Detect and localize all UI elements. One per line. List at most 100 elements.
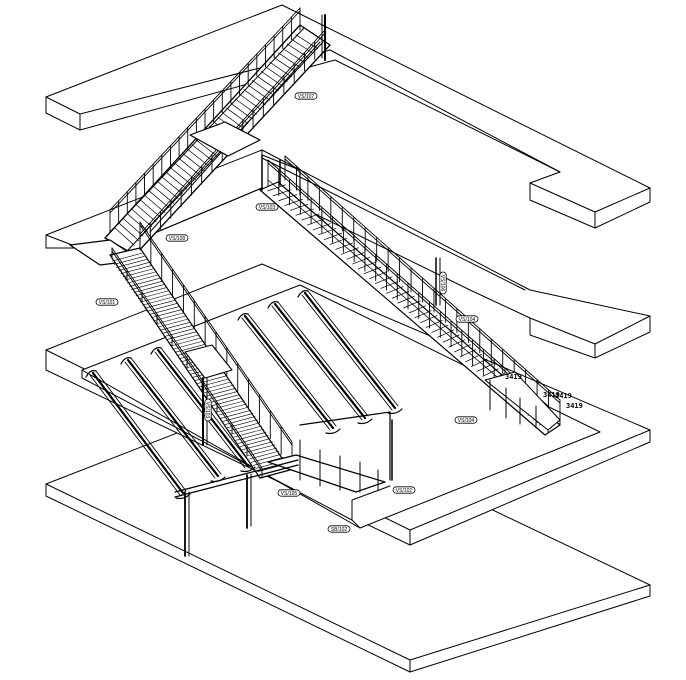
stair-tread — [454, 344, 471, 353]
escalator-rail — [89, 374, 181, 496]
escalator-rail — [271, 305, 363, 421]
stair-tread — [221, 112, 244, 129]
stair-tread — [471, 358, 488, 367]
component-tag-text: VS/104 — [459, 317, 476, 323]
stair-tread — [237, 435, 269, 444]
stair-tread — [250, 453, 282, 463]
escalator-foot — [240, 466, 256, 473]
stair-tread — [295, 34, 318, 50]
escalator-rail — [156, 348, 250, 468]
stair-tread — [286, 43, 310, 59]
escalator-rail — [243, 314, 335, 430]
upper-right-stair — [104, 7, 331, 256]
stair-tread — [363, 266, 382, 275]
stair-tread — [116, 259, 147, 268]
stair-tread — [187, 149, 209, 167]
stair-tread — [282, 48, 305, 64]
stair-tread — [476, 363, 494, 372]
dimension-label: 3419 — [555, 392, 572, 400]
stair-tread — [386, 286, 404, 294]
stair-tread — [267, 184, 286, 192]
stair-tread — [335, 242, 354, 250]
stair-tread — [233, 428, 265, 438]
escalator-rail — [247, 313, 337, 427]
stair-tread — [129, 277, 160, 287]
stair-tread — [403, 300, 421, 309]
component-tag: VS/101 — [95, 298, 119, 306]
escalator-rail — [277, 301, 369, 417]
stair-tread — [291, 38, 314, 54]
stair-tread — [284, 199, 303, 206]
escalator-rail — [273, 302, 367, 420]
stair-tread — [220, 409, 252, 419]
escalator-rail — [303, 291, 397, 410]
component-tag: VS/103 — [204, 398, 212, 422]
stair-tread — [127, 274, 158, 284]
stair-tread — [301, 213, 320, 221]
stair-tread — [465, 353, 482, 363]
stair-tread — [230, 103, 253, 120]
component-tag: VS/103 — [255, 203, 279, 211]
escalator-rail — [130, 357, 222, 475]
escalator-rail — [241, 317, 331, 431]
stair-tread — [226, 107, 249, 124]
stair-tread — [244, 444, 275, 454]
stair-tread — [114, 255, 145, 265]
stair-tread — [482, 368, 499, 377]
escalator-rail — [154, 351, 246, 469]
stair-tread — [391, 290, 410, 299]
component-tag: VS/105 — [277, 489, 301, 497]
component-tag: VS/108 — [165, 234, 189, 242]
component-tag-text: VS/108 — [169, 236, 186, 242]
escalator-rail — [91, 371, 185, 495]
stair-tread — [124, 271, 156, 281]
stair-tread — [196, 139, 218, 157]
stair-tread — [131, 281, 163, 290]
component-tag: VS/107 — [294, 92, 318, 100]
component-tag-text: VS/103 — [204, 402, 210, 419]
escalator-head — [237, 313, 249, 321]
stair-tread — [329, 237, 348, 245]
stair-tread — [239, 438, 271, 447]
stair-tread — [380, 281, 398, 289]
component-tag-text: VS/106 — [439, 275, 445, 292]
stair-tread — [318, 228, 337, 236]
stair-tread — [425, 320, 443, 328]
component-tag-text: VS/102 — [396, 488, 413, 494]
stair-tread — [242, 441, 273, 451]
component-tag-text: VS/107 — [298, 94, 315, 100]
stair-tread — [278, 194, 298, 201]
component-tag-text: SB/102 — [331, 527, 348, 533]
escalator-rail — [95, 370, 187, 492]
escalator-rail — [301, 294, 393, 411]
escalator-head — [150, 347, 162, 355]
stair-tread — [222, 413, 254, 422]
stair-tread — [369, 271, 387, 280]
stair-tread — [139, 199, 161, 218]
escalator-head — [120, 357, 132, 365]
component-tag-text: VS/104 — [458, 418, 475, 424]
escalator-head — [297, 290, 309, 298]
stair-tread — [224, 416, 256, 425]
lower-frame — [174, 419, 393, 557]
escalator — [267, 301, 373, 425]
escalator — [297, 290, 403, 415]
stair-tread — [113, 227, 135, 246]
stair-tread — [459, 349, 477, 358]
stair-tread — [235, 431, 267, 441]
stair-tread — [120, 265, 152, 275]
stair-tread — [231, 425, 262, 435]
escalators — [85, 290, 403, 500]
component-tag-text: VS/103 — [259, 205, 276, 211]
escalator — [120, 357, 226, 483]
stair-tread — [420, 315, 438, 323]
stair-tread — [248, 450, 280, 460]
component-tag: SB/102 — [327, 525, 351, 533]
stair-tread — [118, 222, 140, 241]
dimension-label: 3419 — [566, 402, 583, 410]
stair-tread — [229, 422, 260, 432]
stair-tread — [374, 276, 393, 284]
stair-tread — [357, 261, 376, 270]
stair-tread — [346, 252, 365, 260]
